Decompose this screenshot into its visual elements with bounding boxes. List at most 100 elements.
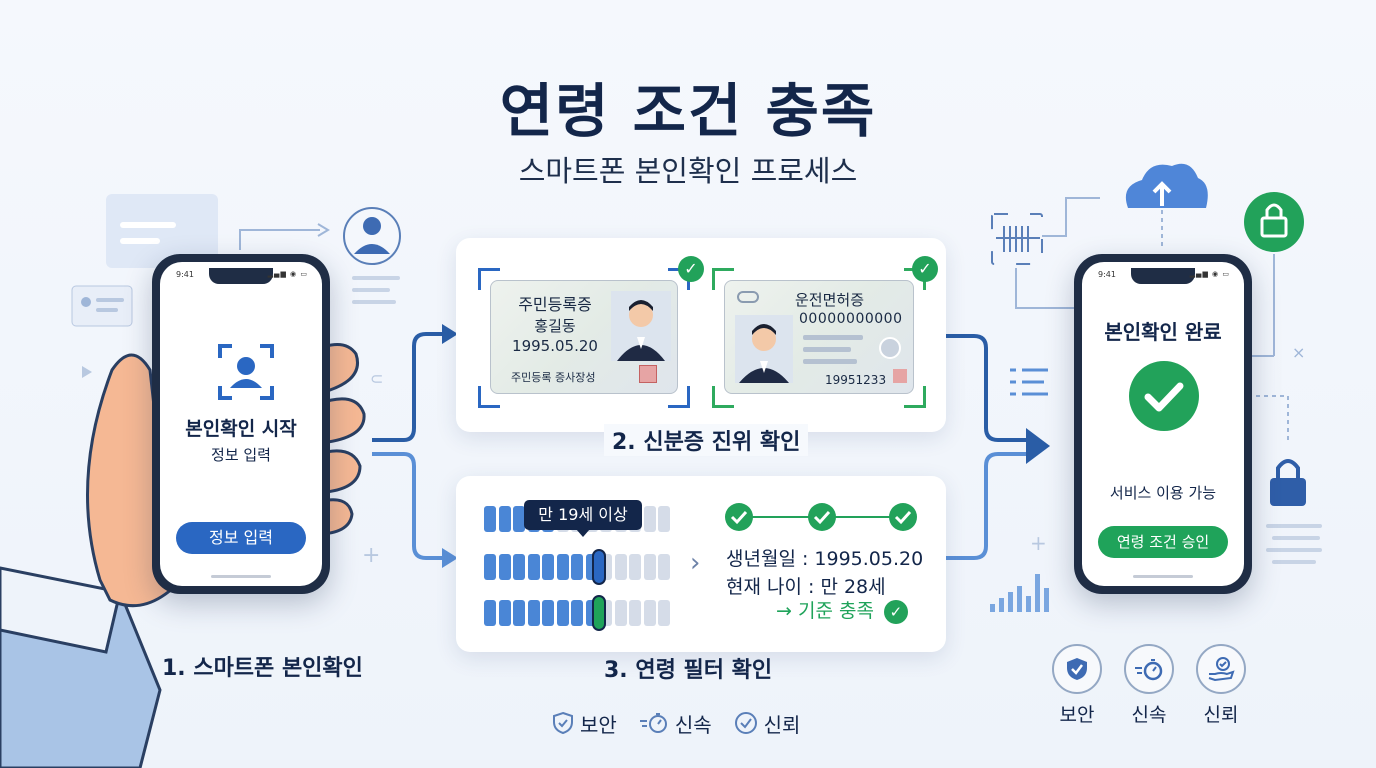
lock-icon [1270, 478, 1306, 506]
age-bar-segment [556, 600, 569, 626]
id-photo [611, 291, 671, 361]
age-approval-button[interactable]: 연령 조건 승인 [1098, 526, 1228, 558]
age-bar-segment [658, 506, 670, 532]
check-icon: ✓ [912, 256, 938, 282]
age-bar-segment [556, 554, 569, 580]
age-bar-segment [571, 554, 583, 580]
resident-id-date: 1995.05.20 [512, 337, 598, 355]
status-time: 9:41 [1098, 270, 1116, 279]
age-slider-handle [592, 549, 606, 585]
resident-id-card: 주민등록증 홍길동 1995.05.20 주민등록 증사장성 [490, 280, 678, 394]
license-seal-icon [893, 369, 907, 383]
step1-label: 1. 스마트폰 본인확인 [162, 656, 363, 681]
age-bar-row [484, 595, 676, 631]
svg-text:×: × [1292, 343, 1305, 362]
phone-right-heading: 본인확인 완료 [1104, 320, 1222, 344]
age-bar-segment [571, 600, 583, 626]
age-bar-segment [658, 554, 670, 580]
success-check-icon [1129, 361, 1199, 431]
age-bar-segment [513, 506, 525, 532]
flow-arrow-bottom [372, 452, 446, 560]
barcode-scan-decor [991, 213, 1043, 265]
badge-security: 보안 [552, 709, 617, 738]
avatar-decor [343, 207, 401, 265]
age-bar-segment [498, 554, 511, 580]
flow-arrow-merge-top [946, 334, 1030, 442]
phone-notch [209, 268, 273, 284]
svg-text:⊂: ⊂ [370, 369, 383, 388]
age-bar-segment [643, 600, 656, 626]
phone-right-screen: 9:41 ▂▄▆ ◉ ▭ 본인확인 완료 서비스 이용 가능 연령 조건 승인 [1082, 262, 1244, 586]
chevron-right-icon: › [690, 548, 701, 578]
resident-id-issuer: 주민등록 증사장성 [511, 371, 596, 384]
age-bar-segment [484, 600, 496, 626]
check-progress [725, 503, 917, 531]
home-indicator [1133, 575, 1193, 578]
birth-date-line: 생년월일 : 1995.05.20 [726, 548, 924, 570]
right-badge-trust: 신뢰 [1196, 644, 1246, 727]
age-bar-segment [484, 554, 496, 580]
face-scan-icon [218, 344, 274, 400]
phone-notch [1131, 268, 1195, 284]
stopwatch-icon [1124, 644, 1174, 694]
phone-right: 9:41 ▂▄▆ ◉ ▭ 본인확인 완료 서비스 이용 가능 연령 조건 승인 [1074, 254, 1252, 594]
age-bar-segment [542, 554, 554, 580]
flow-arrow-top [372, 332, 446, 442]
age-bar-segment [527, 554, 540, 580]
right-badge-speed-label: 신속 [1131, 704, 1167, 726]
badge-speed: 신속 [639, 709, 712, 738]
cloud-upload-icon [1125, 163, 1208, 208]
license-number: 00000000000 [799, 311, 903, 327]
age-bar-segment [614, 600, 627, 626]
step2-label: 2. 신분증 진위 확인 [604, 424, 809, 456]
age-bar-segment [527, 600, 540, 626]
age-bar-segment [643, 506, 656, 532]
stopwatch-icon [639, 713, 667, 733]
age-tooltip-text: 만 19세 이상 [538, 505, 628, 524]
criteria-met-text: → 기준 충족 [776, 600, 874, 622]
profile-card-decor [71, 285, 133, 327]
status-time: 9:41 [176, 270, 194, 279]
phone-left-subheading: 정보 입력 [211, 446, 271, 464]
age-slider-handle [592, 595, 606, 631]
right-badge-speed: 신속 [1124, 644, 1174, 727]
status-icons: ▂▄▆ ◉ ▭ [1189, 270, 1230, 278]
shield-icon [553, 711, 573, 735]
resident-id-scan: 주민등록증 홍길동 1995.05.20 주민등록 증사장성 ✓ [478, 256, 704, 408]
green-lock-icon [1244, 192, 1304, 252]
license-title: 운전면허증 [795, 291, 865, 309]
right-badge-security: 보안 [1052, 644, 1102, 727]
current-age-line: 현재 나이 : 만 28세 [726, 576, 886, 598]
flow-arrow-merge-bottom [946, 452, 1030, 560]
age-bar-segment [498, 506, 511, 532]
right-badge-trust-label: 신뢰 [1203, 704, 1239, 726]
right-badges: 보안 신속 신뢰 [1052, 644, 1246, 727]
phone-left: 9:41 ▂▄▆ ◉ ▭ 본인확인 시작 정보 입력 정보 입력 [152, 254, 330, 594]
badge-trust-label: 신뢰 [763, 712, 801, 737]
hand-check-icon [1196, 644, 1246, 694]
shield-check-icon [1052, 644, 1102, 694]
age-bar-segment [629, 554, 641, 580]
resident-id-title: 주민등록증 [518, 295, 592, 314]
page-subtitle: 스마트폰 본인확인 프로세스 [518, 154, 858, 188]
emblem-icon [737, 291, 759, 303]
phone-left-heading: 본인확인 시작 [185, 418, 297, 440]
svg-text:+: + [1030, 531, 1047, 555]
driver-license-card: 운전면허증 00000000000 19951233 [724, 280, 914, 394]
info-input-button[interactable]: 정보 입력 [176, 522, 306, 554]
svg-text:+: + [362, 543, 380, 568]
age-bar-segment [542, 600, 554, 626]
badge-trust: 신뢰 [734, 709, 801, 738]
chat-bubble-decor [106, 194, 218, 268]
check-icon: ✓ [883, 599, 908, 624]
bottom-badges: 보안 신속 신뢰 [552, 708, 800, 738]
check-circle-icon [734, 712, 757, 734]
age-bar-segment [658, 600, 670, 626]
age-bar-segment [629, 600, 641, 626]
step3-label: 3. 연령 필터 확인 [604, 658, 773, 683]
license-code: 19951233 [825, 373, 887, 387]
right-badge-security-label: 보안 [1059, 704, 1095, 726]
hologram-icon [879, 337, 901, 359]
age-bar-segment [498, 600, 511, 626]
license-photo [735, 315, 793, 383]
